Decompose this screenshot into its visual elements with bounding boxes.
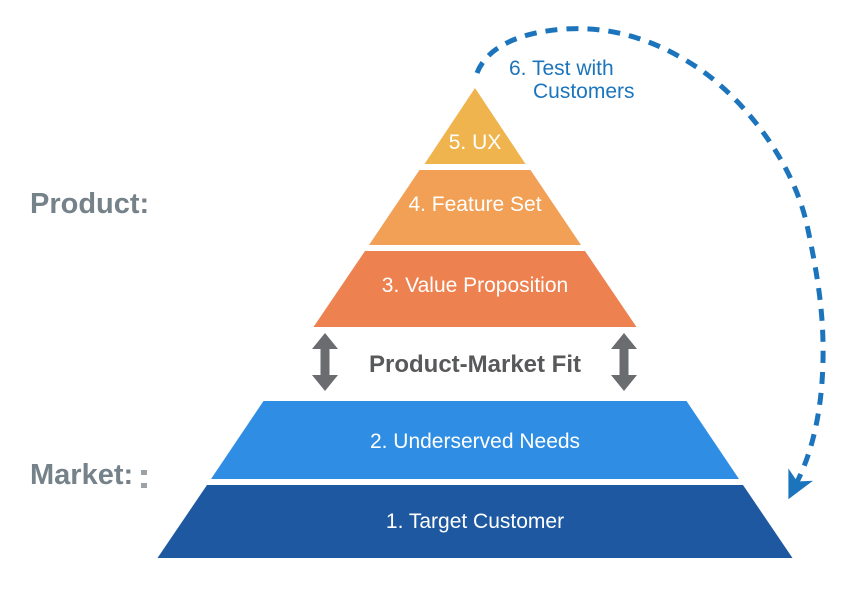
pmf-left-double-arrow-icon (312, 333, 338, 391)
layer-underserved-needs (211, 401, 739, 479)
layer-feature-set-label: 4. Feature Set (408, 193, 541, 216)
layer-ux-label: 5. UX (449, 131, 502, 154)
layer-target-customer-label: 1. Target Customer (386, 510, 564, 533)
layer-value-proposition-label: 3. Value Proposition (382, 274, 568, 297)
market-section-label: Market: (30, 459, 133, 491)
test-loop-label-line2: Customers (533, 80, 635, 103)
pmf-right-double-arrow-icon (611, 333, 637, 391)
test-loop-dashed-arrow (474, 26, 826, 500)
layer-value-proposition (313, 251, 637, 327)
stray-mark-bottom (141, 483, 147, 488)
layer-underserved-needs-label: 2. Underserved Needs (370, 430, 580, 453)
product-market-fit-label: Product-Market Fit (369, 351, 581, 378)
layer-ux (424, 88, 526, 164)
layer-target-customer (157, 485, 793, 558)
layer-feature-set (369, 170, 581, 245)
stray-mark-top (141, 470, 147, 475)
test-loop-label-line1: 6. Test with (509, 57, 614, 80)
product-section-label: Product: (30, 188, 149, 220)
